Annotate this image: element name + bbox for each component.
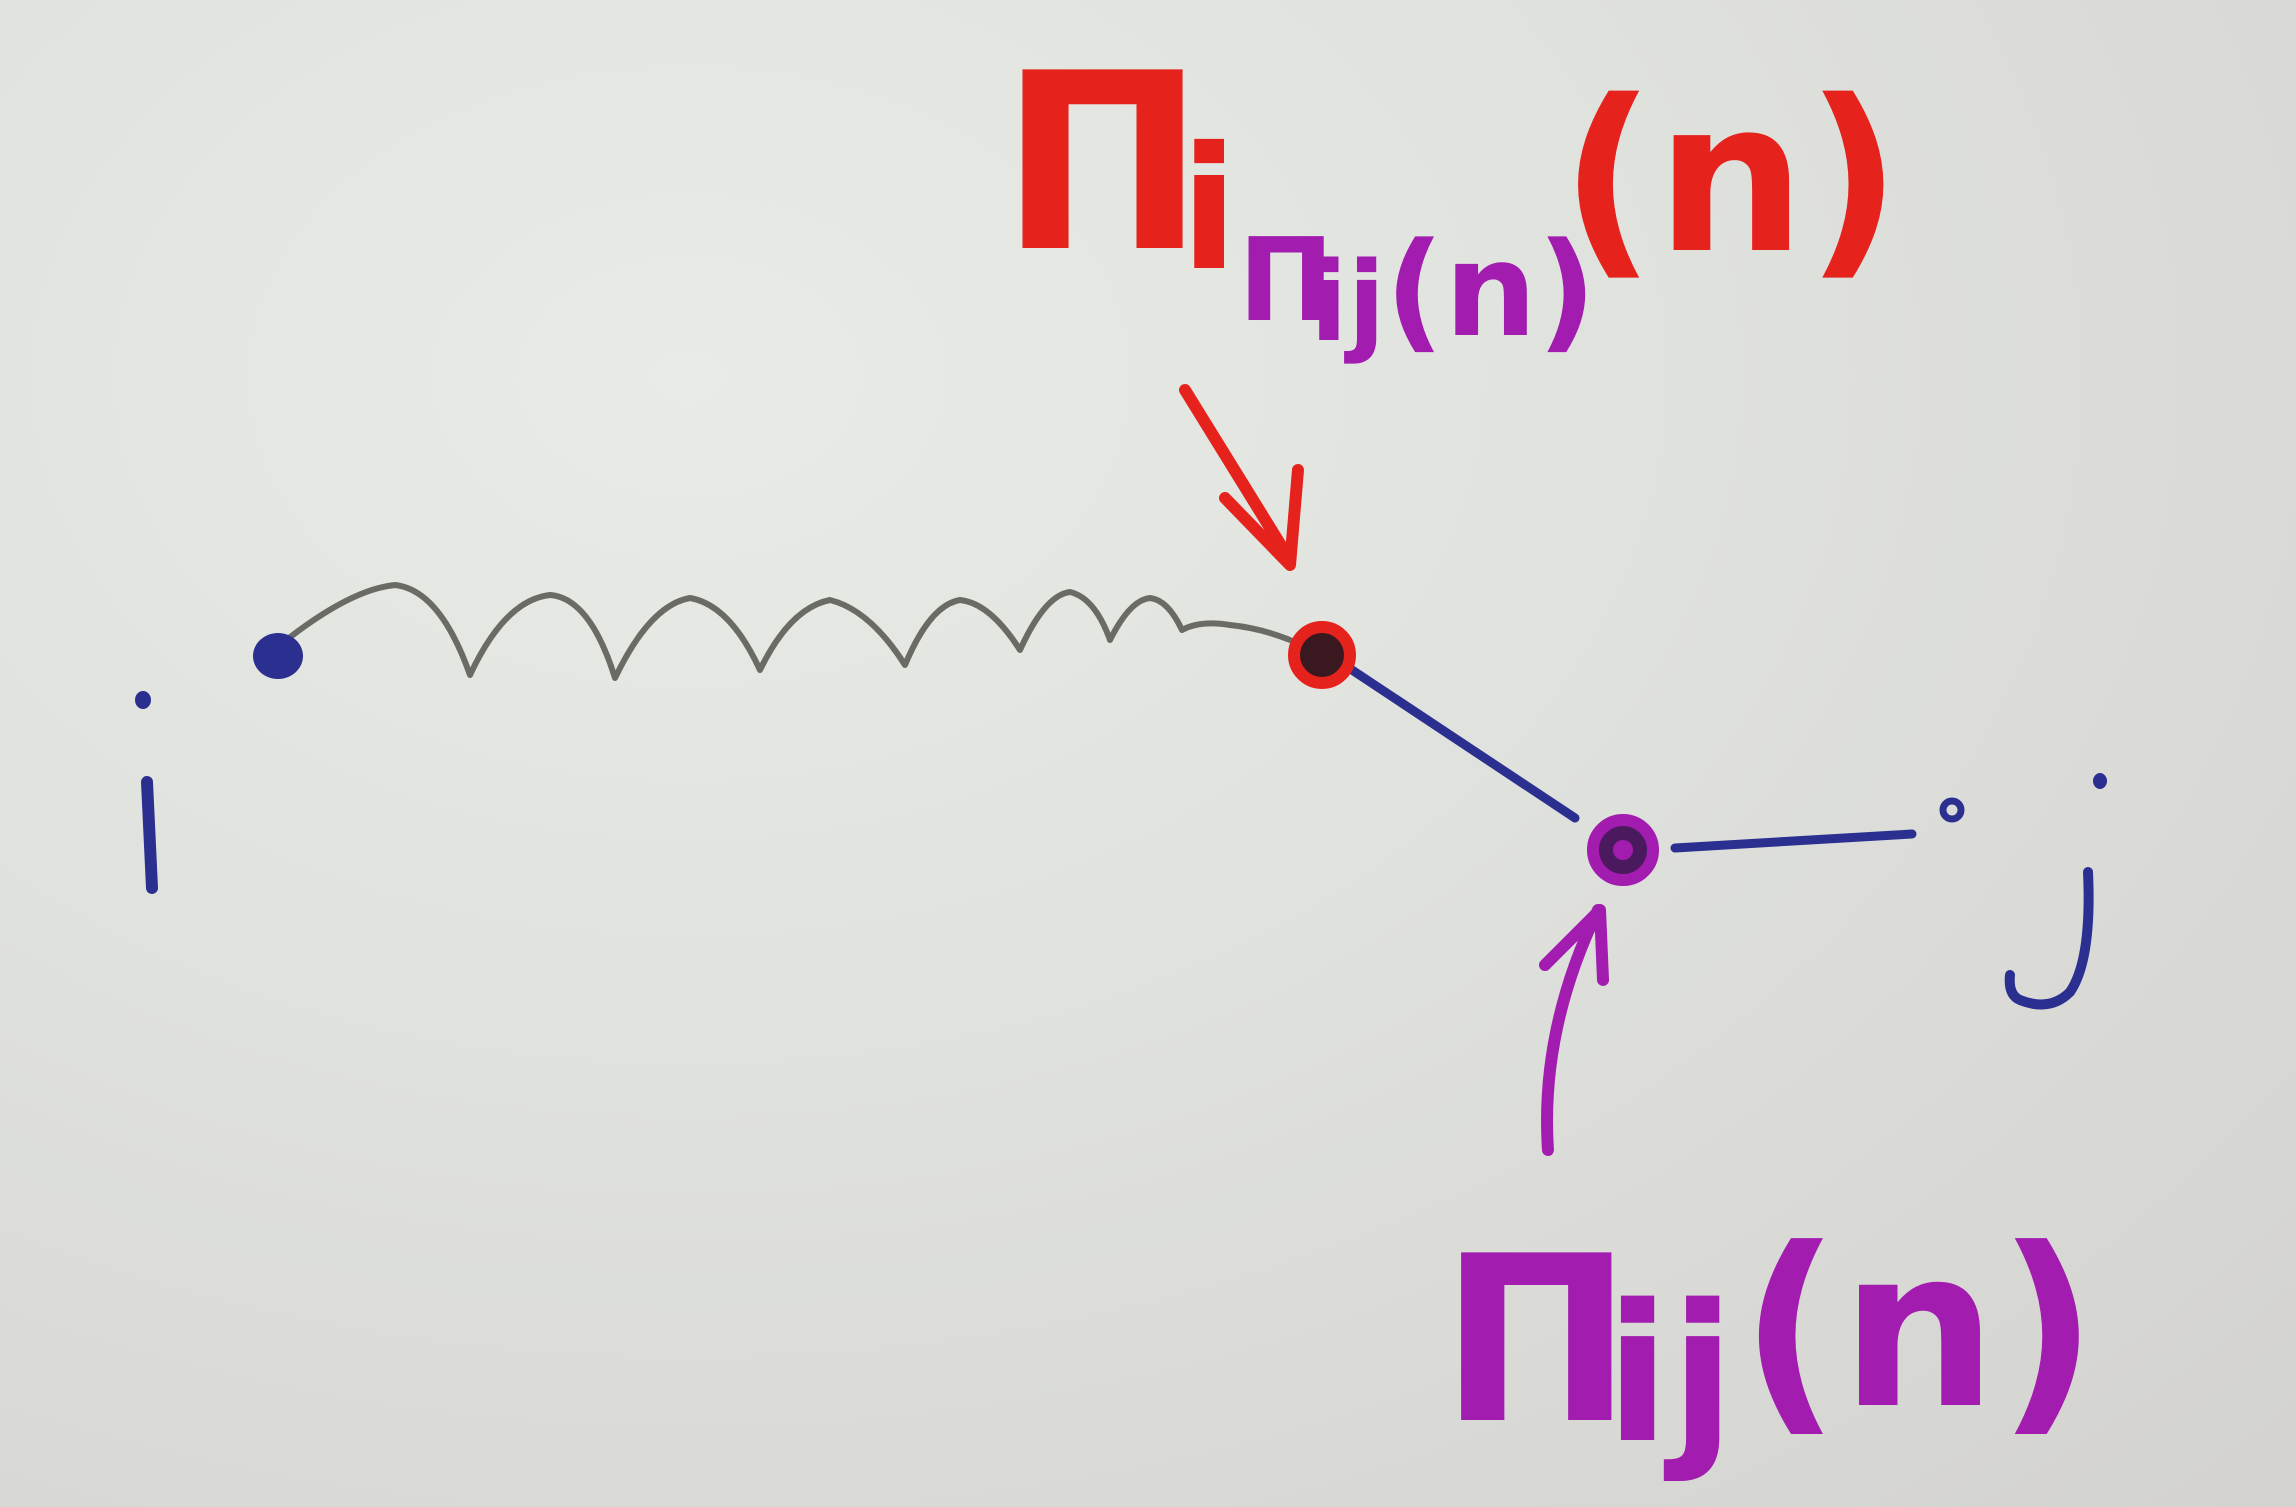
red-arrow xyxy=(1179,384,1304,571)
segment-purple-to-j xyxy=(1670,829,1917,853)
segment-red-to-purple xyxy=(1335,657,1580,823)
red-vertex xyxy=(1288,621,1356,689)
nested-arg: (n) xyxy=(1385,214,1596,366)
node-i-label: i xyxy=(135,691,158,894)
nested-sub: ij xyxy=(1310,238,1385,366)
wavy-path xyxy=(265,582,1293,681)
top-sub-i: i xyxy=(1180,111,1238,309)
purple-arrow xyxy=(1539,904,1609,1156)
top-pi: Π xyxy=(1000,21,1205,306)
bottom-annotation: Π ij (n) xyxy=(1440,1201,2098,1485)
nested-pi: Π xyxy=(1238,214,1334,348)
purple-vertex-core xyxy=(1613,840,1633,860)
bottom-pi: Π xyxy=(1440,1208,1633,1475)
bottom-arg: (n) xyxy=(1740,1201,2098,1457)
node-i-dot xyxy=(253,633,303,679)
node-j-dot xyxy=(1939,797,1965,823)
top-annotation: Π i Π ij (n) (n) xyxy=(1000,21,1901,366)
node-j-label: j xyxy=(2004,773,2107,1010)
top-arg: (n) xyxy=(1560,55,1901,300)
bottom-sub: ij xyxy=(1605,1264,1735,1485)
